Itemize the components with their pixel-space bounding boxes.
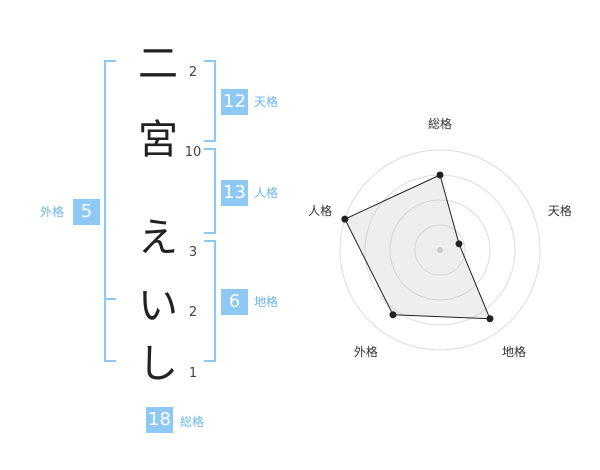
- stroke-count-3: 3: [188, 245, 198, 260]
- radar-point: [455, 240, 463, 248]
- name-character-3: え: [138, 215, 178, 261]
- name-character-4: い: [138, 283, 178, 329]
- stroke-count-1: 2: [188, 65, 198, 80]
- radar-point: [389, 311, 397, 319]
- name-character-1: 二: [138, 41, 178, 87]
- radar-center: [437, 247, 443, 253]
- radar-axis-label: 地格: [502, 344, 526, 359]
- stroke-count-5: 1: [188, 366, 198, 381]
- gaikaku-label: 外格: [40, 205, 65, 219]
- jinkaku-badge: 13: [221, 180, 248, 206]
- radar-ring: [339, 149, 541, 351]
- radar-axis-label: 総格: [428, 116, 452, 131]
- jinkaku-bracket: [204, 148, 216, 234]
- radar-ring: [389, 199, 491, 301]
- radar-point: [436, 171, 444, 179]
- gaikaku-bracket: [104, 60, 116, 362]
- tenkaku-badge: 12: [221, 89, 248, 115]
- stroke-count-2: 10: [184, 145, 202, 160]
- radar-point: [341, 215, 349, 223]
- chikaku-label: 地格: [254, 295, 279, 309]
- name-character-5: し: [138, 341, 178, 387]
- radar-area: [344, 174, 491, 320]
- radar-axis-label: 外格: [354, 344, 378, 359]
- name-character-2: 宮: [138, 117, 178, 163]
- radar-ring: [414, 224, 466, 276]
- soukaku-label: 総格: [180, 415, 205, 429]
- tenkaku-label: 天格: [254, 95, 279, 109]
- radar-axis-label: 人格: [308, 203, 332, 218]
- chikaku-badge: 6: [221, 289, 248, 315]
- radar-point: [486, 315, 494, 323]
- gaikaku-badge: 5: [73, 199, 100, 225]
- radar-axis-label: 天格: [548, 203, 572, 218]
- chikaku-bracket: [204, 240, 216, 362]
- jinkaku-label: 人格: [254, 186, 279, 200]
- stroke-count-4: 2: [188, 305, 198, 320]
- tenkaku-bracket: [204, 60, 216, 142]
- gaikaku-bracket-tick: [104, 298, 116, 300]
- soukaku-badge: 18: [146, 407, 173, 433]
